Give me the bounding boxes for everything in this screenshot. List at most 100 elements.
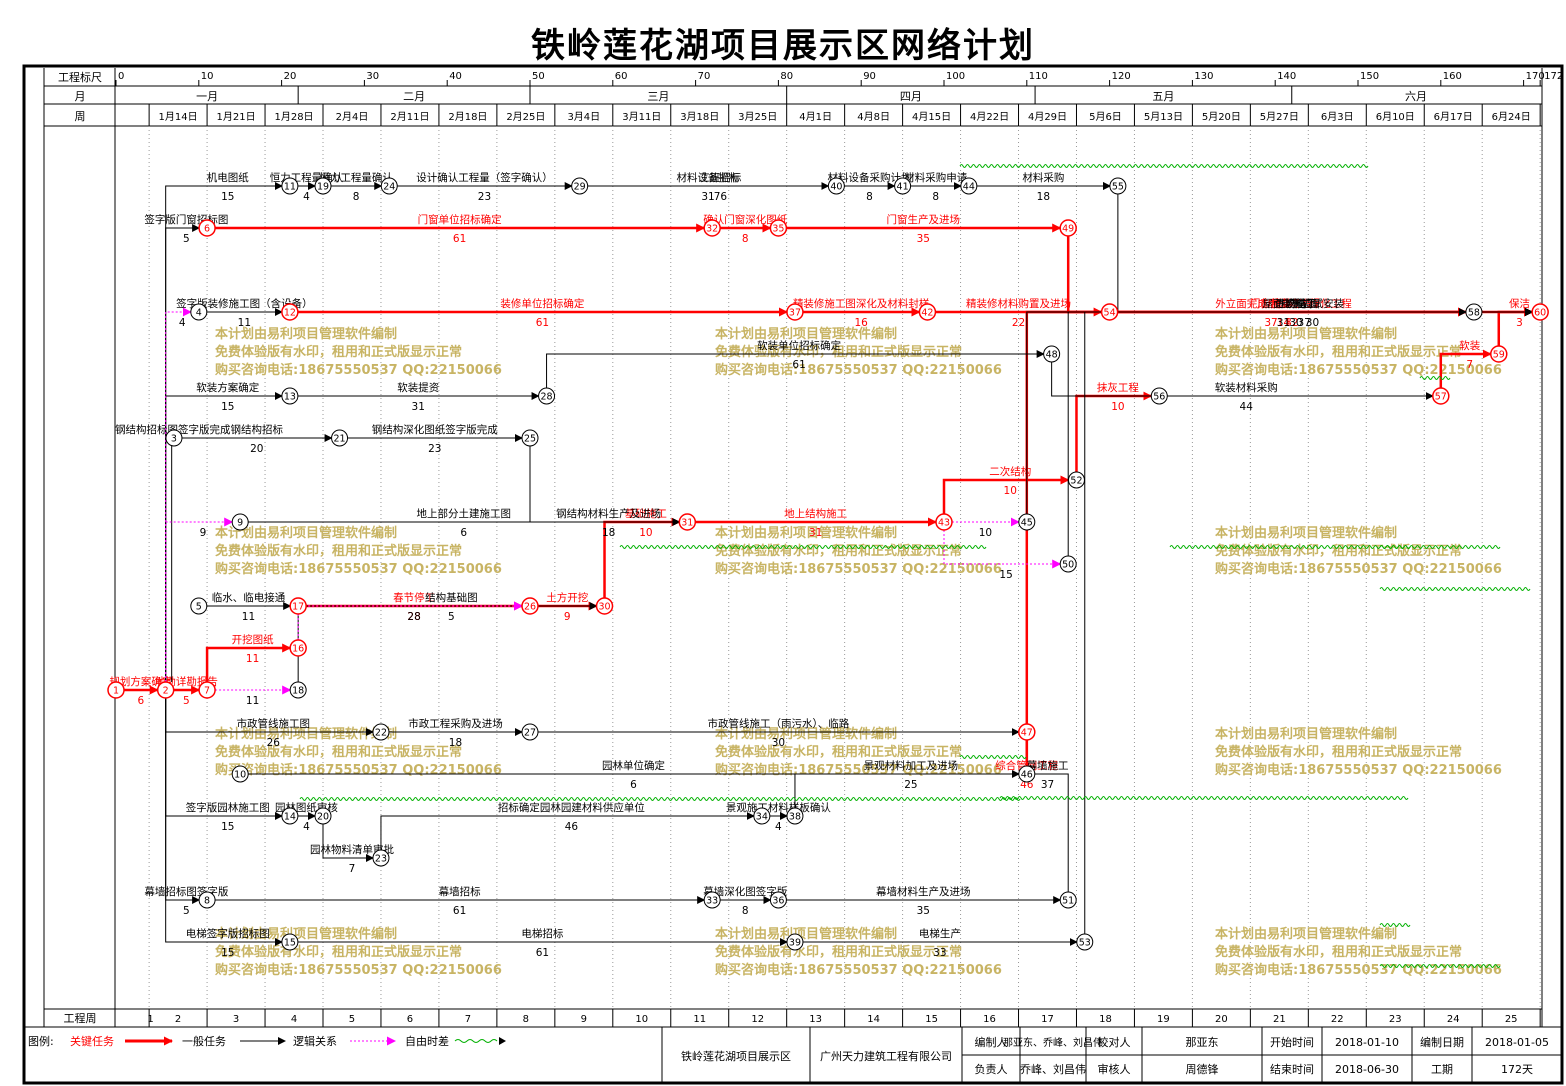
activity-duration: 23 [428,443,441,455]
footer-week-number: 15 [925,1014,938,1025]
event-node: 40 [827,177,845,195]
event-node-circle [703,219,721,237]
activity-duration: 31 [1277,317,1290,329]
footer-week-number: 17 [1041,1014,1054,1025]
event-node-number: 31 [681,518,693,529]
ruler-tick-label: 90 [863,71,876,82]
week-date: 1月14日 [159,111,198,123]
watermark-line: 本计划由易利项目管理软件编制 [215,525,397,541]
event-node-number: 30 [598,602,610,613]
free-float-wave [1379,587,1531,591]
event-node: 38 [786,807,804,825]
week-date: 3月11日 [622,111,661,123]
week-date: 3月4日 [567,111,600,123]
watermark-line: 本计划由易利项目管理软件编制 [715,926,897,942]
activity-arrow [1017,770,1069,892]
ruler-tick-label: 160 [1443,71,1462,82]
event-node: 16 [289,639,307,657]
activity-duration: 46 [565,821,579,833]
ruler-tick-label: 172 [1544,71,1563,82]
event-node-number: 29 [574,182,586,193]
event-node: 50 [1059,555,1077,573]
activity-name: 机电图纸 [207,171,249,184]
event-node-number: 11 [284,182,296,193]
footer-week-number: 6 [407,1014,413,1025]
activity-name: 保洁 [1509,297,1530,310]
event-node-number: 23 [375,854,387,865]
activity-name: 市政管线施工图 [237,717,311,730]
activity-duration: 28 [407,611,420,623]
event-node-number: 50 [1062,560,1074,571]
event-node-number: 36 [772,896,784,907]
activity-duration: 4 [179,317,186,329]
event-node: 11 [281,177,299,195]
activity-name: 电梯生产 [919,927,961,940]
activity-duration: 32 [1285,317,1298,329]
ruler-tick-label: 30 [366,71,379,82]
week-date: 4月1日 [799,111,832,123]
event-node-circle [1067,471,1085,489]
free-float-wave [619,545,987,549]
legend-critical-text: 关键任务 [70,1034,114,1048]
event-node: 29 [571,177,589,195]
event-node-number: 35 [772,224,784,235]
reviewer-label: 审核人 [1098,1062,1131,1076]
event-node-number: 44 [963,182,975,193]
event-node-number: 33 [706,896,718,907]
event-node-number: 8 [204,896,210,907]
activity-name: 门窗生产及进场 [887,213,961,226]
activity-arrow [1051,362,1434,400]
project-name: 铁岭莲花湖项目展示区 [681,1049,791,1063]
activity-duration: 22 [1012,317,1025,329]
event-node-circle [1059,219,1077,237]
activity-arrow [1026,308,1534,514]
week-date: 4月29日 [1028,111,1067,123]
activity-duration: 33 [933,947,946,959]
activity-duration: 30 [1306,317,1319,329]
activity-name: 临水、临电接通 [212,591,286,604]
activity-duration: 6 [137,695,144,707]
event-node-circle [156,681,175,699]
event-node-circle [678,513,697,531]
activity-name: 工班招标 [699,171,741,184]
month-label: 月 [75,90,86,103]
event-node-circle [1018,765,1036,783]
event-node-number: 34 [756,812,768,823]
activity-name: 精装工程 [1271,297,1313,310]
month-row: 一月二月三月四月五月六月 [196,86,1427,104]
watermark-line: 免费体验版有水印，租用和正式版显示正常 [715,744,962,760]
event-node: 42 [918,303,937,321]
activity-duration: 10 [1111,401,1124,413]
activity-name: 装修单位招标确定 [500,297,584,310]
activity-name: 软装提资 [397,381,439,394]
activity-duration: 28 [407,611,420,623]
activity-name: 二次结构 [989,465,1031,478]
event-node: 60 [1531,303,1549,321]
week-grid [148,126,1541,1027]
event-node-circle [281,387,299,405]
event-node-circle [894,177,912,195]
activity-name: 基础施工 [625,507,667,520]
event-node-circle [281,933,299,951]
activity-name: 景观施工材料样板确认 [726,801,831,814]
activity-name: 幕墙施工 [1027,759,1069,772]
event-node-number: 15 [284,938,296,949]
start-value: 2018-01-10 [1335,1036,1399,1049]
event-node: 33 [703,891,721,909]
event-node-circle [198,681,216,699]
company-name: 广州天力建筑工程有限公司 [820,1049,952,1063]
event-node-number: 18 [292,686,304,697]
legend-float-arrowhead [499,1037,506,1045]
footer-week-number: 1 [147,1014,153,1025]
event-node: 12 [281,303,299,321]
event-node-number: 58 [1468,308,1480,319]
activity-name: 软装单位招标确定 [757,339,841,352]
event-node-circle [165,429,183,447]
activity-name: 材料设备招标 [677,171,740,184]
activity-name: 电梯调试安装 [1281,297,1344,310]
free-float-wave [1379,964,1501,968]
activity-arrow [1117,194,1467,316]
legend-float-text: 自由时差 [405,1034,449,1048]
activity-duration: 5 [183,905,190,917]
